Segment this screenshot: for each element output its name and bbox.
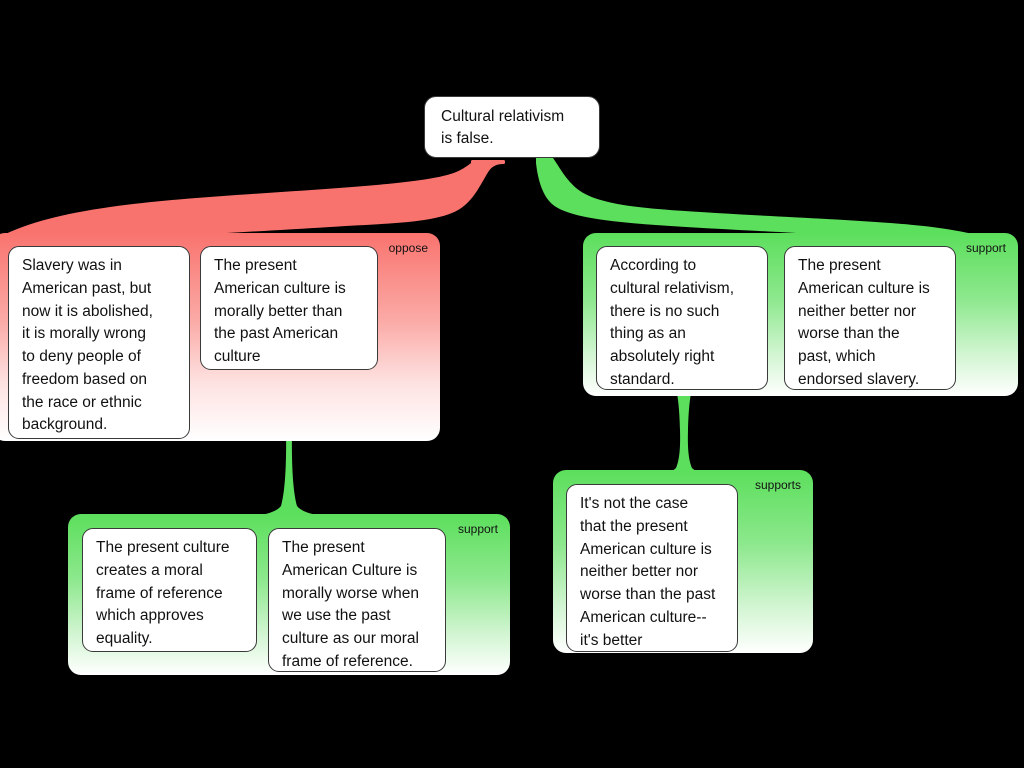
- card-present-better-than-past[interactable]: The present American culture is morally …: [200, 246, 378, 370]
- card-its-better-text: It's not the case that the present Ameri…: [580, 495, 716, 649]
- root-claim-text: Cultural relativism is false.: [441, 108, 565, 147]
- card-no-absolute-standard[interactable]: According to cultural relativism, there …: [596, 246, 768, 390]
- card-slavery-abolished-text: Slavery was in American past, but now it…: [22, 257, 153, 434]
- group-label-oppose: oppose: [388, 241, 428, 255]
- connector-root-oppose-stub: [471, 160, 505, 164]
- card-moral-frame-equality[interactable]: The present culture creates a moral fram…: [82, 528, 257, 652]
- card-morally-worse-past-frame[interactable]: The present American Culture is morally …: [268, 528, 446, 672]
- group-label-support-right: support: [965, 241, 1006, 255]
- card-slavery-abolished[interactable]: Slavery was in American past, but now it…: [8, 246, 190, 439]
- group-label-support-bottom-left: support: [457, 522, 498, 536]
- card-its-better[interactable]: It's not the case that the present Ameri…: [566, 484, 738, 652]
- card-morally-worse-past-frame-text: The present American Culture is morally …: [282, 539, 419, 670]
- card-present-better-than-past-text: The present American culture is morally …: [214, 257, 346, 366]
- card-no-absolute-standard-text: According to cultural relativism, there …: [610, 257, 735, 388]
- root-claim-node[interactable]: Cultural relativism is false.: [424, 96, 600, 158]
- connector-card-to-supports-bottom-right: [646, 388, 722, 482]
- card-neither-better-nor-worse-text: The present American culture is neither …: [798, 257, 930, 388]
- group-label-supports-bottom-right: supports: [754, 478, 801, 492]
- card-neither-better-nor-worse[interactable]: The present American culture is neither …: [784, 246, 956, 390]
- card-moral-frame-equality-text: The present culture creates a moral fram…: [96, 539, 230, 648]
